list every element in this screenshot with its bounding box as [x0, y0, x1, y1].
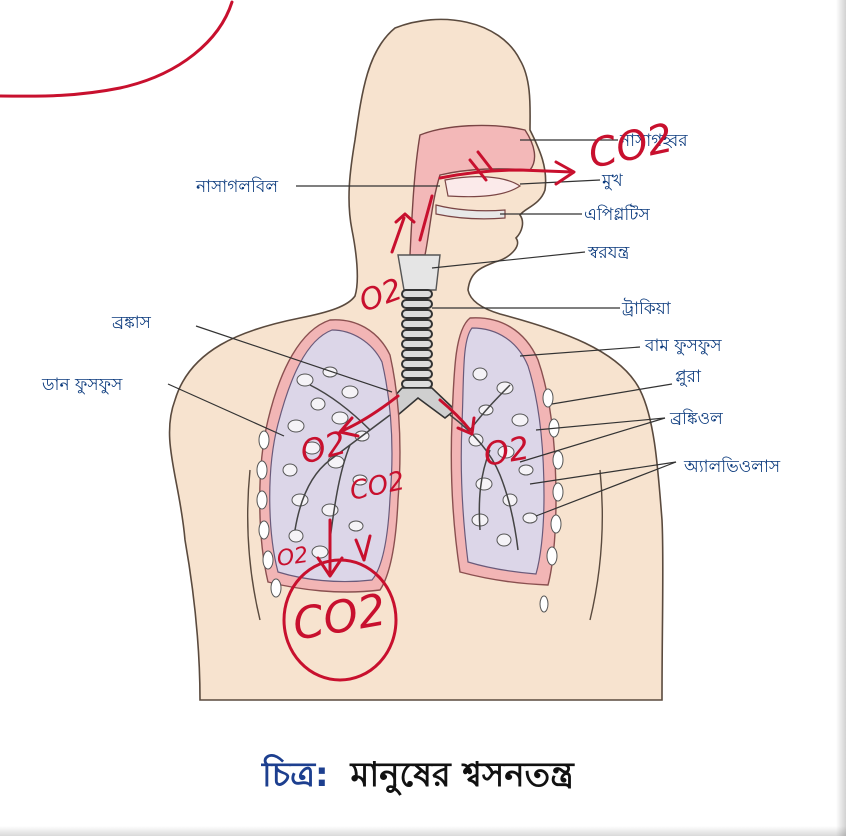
ink-swoosh	[0, 2, 232, 96]
label-epiglottis: এপিগ্লটিস	[584, 204, 650, 225]
ink-co2-top: CO2	[585, 115, 678, 178]
caption-prefix: চিত্র:	[261, 754, 329, 795]
label-pleura: প্লুরা	[675, 367, 702, 387]
ink-o2-left-lung: O2	[481, 429, 532, 474]
card-shadow-right	[836, 0, 846, 836]
figure-caption: চিত্র: মানুষের শ্বসনতন্ত্র	[261, 754, 575, 796]
label-trachea: ট্রাকিয়া	[621, 298, 672, 319]
ink-o2-low: O2	[275, 543, 310, 572]
label-bronchiole: ব্রঙ্কিওল	[669, 408, 723, 429]
larynx-shape	[398, 255, 440, 290]
label-left-lung: বাম ফুসফুস	[644, 336, 722, 356]
label-right-lung: ডান ফুসফুস	[41, 375, 123, 395]
card-shadow-bottom	[0, 826, 846, 836]
label-larynx: স্বরযন্ত্র	[587, 243, 630, 263]
label-nasopharynx: নাসাগলবিল	[195, 176, 278, 197]
label-alveolus: অ্যালভিওলাস	[683, 456, 781, 477]
label-bronchus: ব্রঙ্কাস	[111, 313, 152, 333]
caption-title: মানুষের শ্বসনতন্ত্র	[350, 755, 576, 796]
